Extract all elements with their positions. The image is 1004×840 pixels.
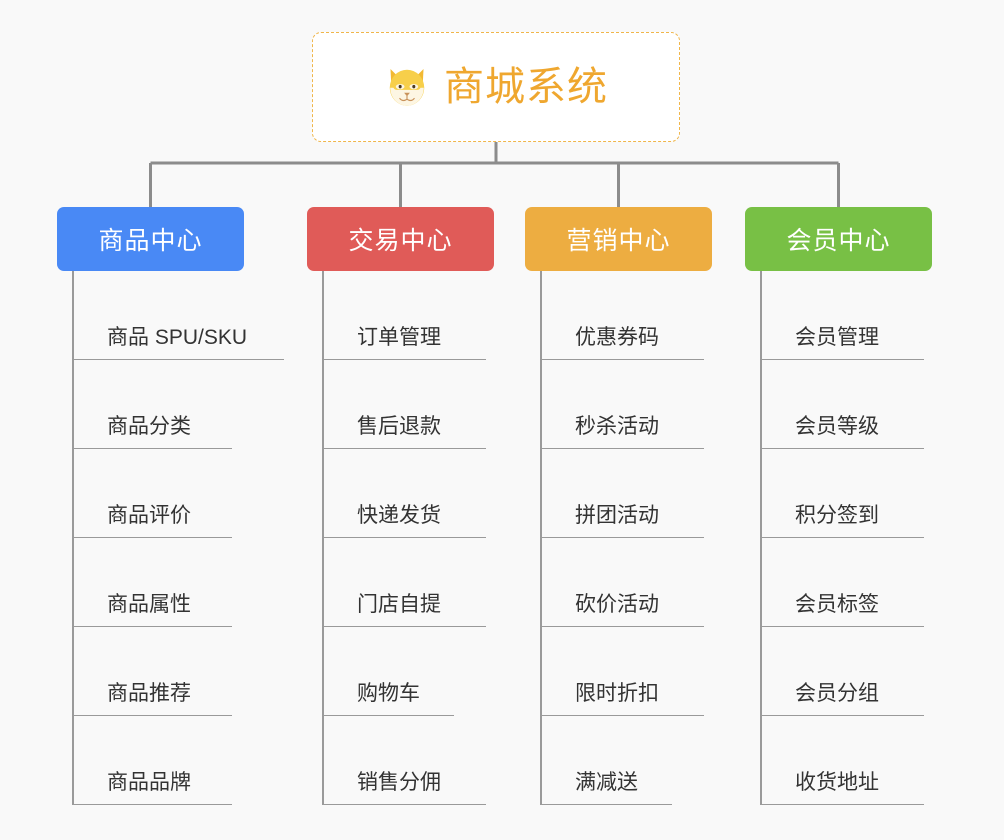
leaf-item-label: 优惠券码: [575, 326, 659, 349]
leaf-item-underline: [323, 537, 486, 538]
leaf-item-label: 销售分佣: [357, 771, 441, 794]
leaf-item-underline: [323, 359, 486, 360]
category-label: 营销中心: [566, 227, 671, 255]
leaf-item-label: 会员管理: [795, 326, 879, 349]
category-label: 商品中心: [98, 227, 203, 255]
leaf-item-label: 收货地址: [795, 771, 879, 794]
leaf-item-underline: [73, 804, 232, 805]
leaf-item-label: 门店自提: [357, 593, 441, 616]
category-label: 会员中心: [786, 227, 891, 255]
leaf-item-underline: [541, 537, 704, 538]
leaf-item-underline: [323, 715, 454, 716]
leaf-item-label: 商品推荐: [107, 682, 191, 705]
leaf-item-underline: [761, 448, 924, 449]
leaf-item-label: 会员等级: [795, 415, 879, 438]
root-title: 商城系统: [444, 65, 608, 109]
leaf-item-underline: [761, 626, 924, 627]
leaf-item-underline: [541, 715, 704, 716]
category-box-1[interactable]: 商品中心: [57, 207, 244, 271]
leaf-item-label: 积分签到: [795, 504, 879, 527]
leaf-item-label: 会员分组: [795, 682, 879, 705]
leaf-item-underline: [73, 448, 232, 449]
leaf-item-underline: [323, 804, 486, 805]
leaf-item-label: 拼团活动: [575, 504, 659, 527]
leaf-item-label: 购物车: [357, 682, 420, 705]
leaf-item-label: 售后退款: [357, 415, 441, 438]
leaf-item-label: 秒杀活动: [575, 415, 659, 438]
category-label: 交易中心: [348, 227, 453, 255]
leaf-item-label: 砍价活动: [575, 593, 659, 616]
category-box-4[interactable]: 会员中心: [745, 207, 932, 271]
leaf-item-label: 商品评价: [107, 504, 191, 527]
leaf-item-label: 满减送: [575, 771, 638, 794]
leaf-item-underline: [73, 626, 232, 627]
leaf-item-underline: [541, 626, 704, 627]
category-box-3[interactable]: 营销中心: [525, 207, 712, 271]
leaf-item-underline: [541, 804, 672, 805]
leaf-item-underline: [73, 715, 232, 716]
leaf-item-label: 会员标签: [795, 593, 879, 616]
leaf-item-underline: [541, 448, 704, 449]
leaf-item-underline: [73, 537, 232, 538]
leaf-item-underline: [761, 804, 924, 805]
shiba-dog-face-icon: [389, 69, 425, 106]
leaf-item-label: 商品 SPU/SKU: [107, 326, 248, 349]
leaf-item-label: 限时折扣: [575, 682, 659, 705]
category-box-2[interactable]: 交易中心: [307, 207, 494, 271]
leaf-item-underline: [541, 359, 704, 360]
leaf-item-underline: [73, 359, 284, 360]
leaf-item-label: 商品属性: [107, 593, 191, 616]
leaf-item-underline: [761, 537, 924, 538]
root-node[interactable]: 商城系统: [312, 32, 680, 142]
leaf-item-underline: [761, 359, 924, 360]
leaf-item-underline: [761, 715, 924, 716]
leaf-item-underline: [323, 448, 486, 449]
leaf-item-label: 商品分类: [107, 415, 191, 438]
leaf-item-underline: [323, 626, 486, 627]
leaf-item-label: 商品品牌: [107, 771, 191, 794]
leaf-item-label: 快递发货: [357, 504, 441, 527]
leaf-item-label: 订单管理: [357, 326, 441, 349]
